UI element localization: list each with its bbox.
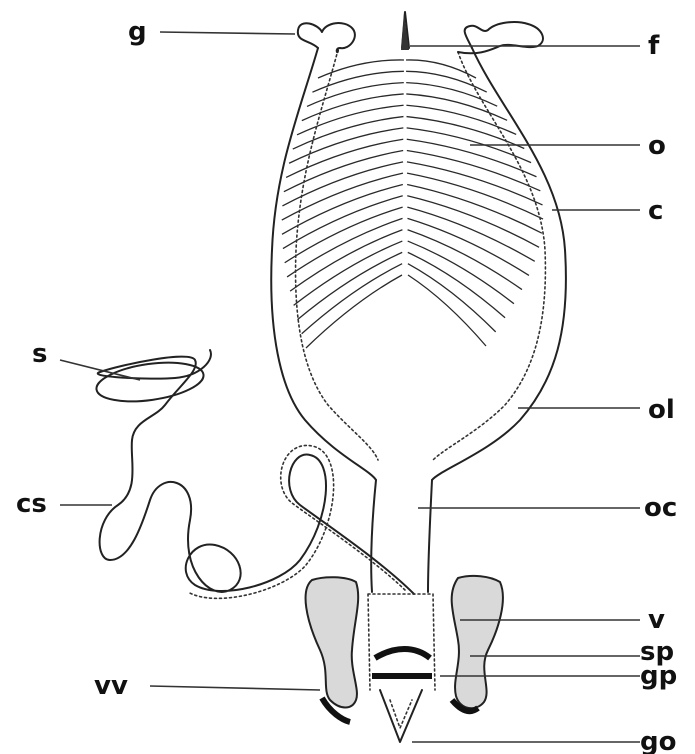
label-o: o: [648, 131, 666, 161]
vagina: [368, 594, 435, 690]
ovariole-left: [307, 83, 404, 107]
label-go: go: [640, 727, 676, 754]
ovariole-right: [408, 230, 522, 290]
leader-vv: [150, 686, 320, 690]
ovariole-right: [408, 275, 486, 346]
label-s: s: [32, 339, 47, 369]
ovariole-left: [293, 117, 404, 149]
label-c: c: [648, 196, 663, 226]
ovariole-right: [407, 218, 529, 275]
label-ol: ol: [648, 395, 675, 425]
common-oviduct: [371, 480, 432, 592]
ovariole-left: [285, 207, 403, 263]
label-cs: cs: [16, 489, 47, 519]
germarium-right: [458, 22, 543, 53]
ovariole-left: [287, 218, 402, 277]
spermatheca-and-duct: [94, 350, 414, 598]
label-vv: vv: [94, 671, 128, 701]
ovariole-right: [407, 117, 525, 149]
label-g: g: [128, 17, 147, 47]
leader-s: [60, 360, 140, 380]
ovariole-left: [286, 139, 403, 177]
label-v: v: [648, 605, 665, 635]
ovariole-right: [407, 151, 540, 191]
leader-g: [160, 32, 295, 34]
gonopore: [380, 690, 422, 742]
label-gp: gp: [640, 661, 677, 691]
spermatheca: [94, 357, 206, 408]
label-oc: oc: [644, 493, 677, 523]
germarium-left: [298, 23, 355, 52]
left-lateral-oviduct: [271, 48, 378, 480]
ovariole-right: [408, 264, 496, 332]
terminal-filament: [401, 12, 409, 50]
label-f: f: [648, 31, 660, 61]
spermathecal-plate: [375, 649, 430, 658]
ovariole-left: [289, 128, 403, 163]
right-valvifer: [452, 576, 503, 708]
ovariole-left: [302, 264, 402, 334]
left-valvifer: [306, 577, 359, 707]
